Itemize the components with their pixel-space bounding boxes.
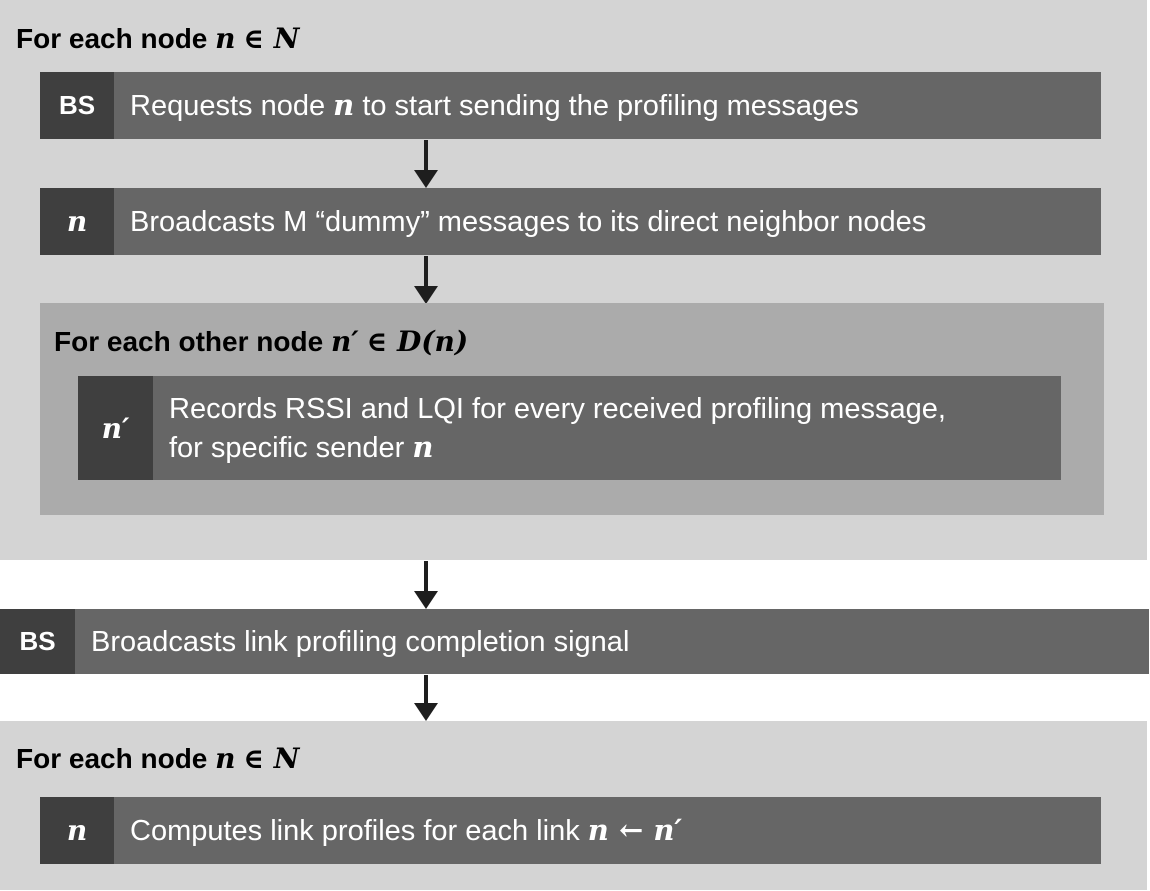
inner-loop-title-text: For each other node	[54, 326, 324, 357]
step-n-broadcast-text: Broadcasts M “dummy” messages to its dir…	[130, 205, 927, 238]
step1-var: n	[333, 88, 355, 122]
inner-loop-title: For each other node n′ ∈ D(n)	[54, 325, 468, 358]
loop1-title: For each node n ∈ N	[16, 22, 299, 55]
step1-text-a: Requests node	[130, 90, 326, 122]
record-line2-text: for specific sender	[169, 431, 405, 464]
loop1-set: ∈ N	[243, 22, 300, 55]
actor-bs: BS	[40, 72, 114, 139]
step1-text-b: to start sending the profiling messages	[362, 90, 859, 122]
arrow-2	[414, 256, 438, 304]
actor-n: n	[40, 188, 114, 255]
record-line2: for specific sender n	[169, 428, 946, 467]
record-line1: Records RSSI and LQI for every received …	[169, 392, 946, 425]
step-nprime-record-text: Records RSSI and LQI for every received …	[153, 376, 946, 480]
actor-n-2: n	[40, 797, 114, 864]
compute-text: Computes link profiles for each link	[130, 815, 580, 847]
loop1-title-text: For each node	[16, 23, 208, 54]
step-bs-completion-text: Broadcasts link profiling completion sig…	[91, 625, 630, 658]
loop2-var: n	[215, 742, 236, 775]
inner-loop-var: n′	[330, 325, 359, 358]
step-n-broadcast: n Broadcasts M “dummy” messages to its d…	[40, 188, 1101, 255]
loop1-var: n	[215, 22, 236, 55]
step-nprime-record: n′ Records RSSI and LQI for every receiv…	[78, 376, 1061, 480]
step-n-compute: n Computes link profiles for each link n…	[40, 797, 1101, 864]
step-bs-request-text: Requests node n to start sending the pro…	[114, 72, 859, 139]
inner-loop-set: ∈ D(n)	[366, 325, 469, 358]
record-line2-var: n	[412, 429, 434, 464]
loop2-title: For each node n ∈ N	[16, 742, 299, 775]
loop2-set: ∈ N	[243, 742, 300, 775]
actor-bs-2: BS	[0, 609, 75, 674]
step-bs-completion: BS Broadcasts link profiling completion …	[0, 609, 1149, 674]
step-bs-request: BS Requests node n to start sending the …	[40, 72, 1101, 139]
actor-nprime: n′	[78, 376, 153, 480]
arrow-3	[414, 561, 438, 609]
arrow-1	[414, 140, 438, 188]
arrow-4	[414, 675, 438, 721]
compute-expr: n ← n′	[587, 813, 683, 847]
step-n-compute-text: Computes link profiles for each link n ←…	[114, 797, 682, 864]
loop2-title-text: For each node	[16, 743, 208, 774]
